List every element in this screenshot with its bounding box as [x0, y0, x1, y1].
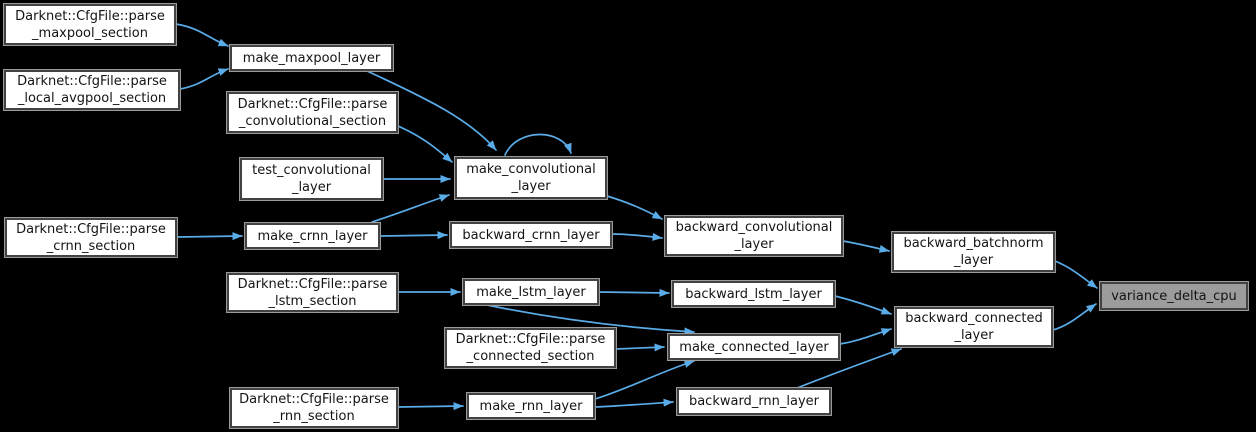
- node-label-line: make_connected_layer: [679, 339, 829, 355]
- node-label-line: test_convolutional: [252, 163, 371, 178]
- edge-parse-connected-section-to-make-connected-layer: [615, 343, 665, 352]
- node-label-line: _lstm_section: [268, 293, 357, 309]
- node-label-line: make_crnn_layer: [257, 228, 368, 244]
- edge-make-convolutional-layer-to-backward-convolutional-layer: [606, 195, 663, 220]
- node-label-line: backward_batchnorm: [903, 236, 1044, 251]
- node-backward-convolutional-layer[interactable]: backward_convolutional _layer: [665, 216, 843, 256]
- node-backward-batchnorm-layer[interactable]: backward_batchnorm _layer: [892, 232, 1055, 272]
- edge-backward-crnn-layer-to-backward-convolutional-layer: [611, 232, 663, 241]
- edge-make-lstm-layer-to-backward-lstm-layer: [598, 288, 670, 297]
- edge-backward-rnn-layer-to-backward-connected-layer: [796, 348, 902, 389]
- node-backward-lstm-layer[interactable]: backward_lstm_layer: [672, 281, 835, 307]
- node-label-line: make_maxpool_layer: [242, 50, 381, 66]
- node-parse-connected-section[interactable]: Darknet::CfgFile::parse_connected_sectio…: [445, 328, 616, 368]
- node-label-line: make_lstm_layer: [476, 284, 586, 300]
- edge-make-convolutional-layer-to-make-convolutional-layer: [504, 133, 572, 156]
- edge-make-lstm-layer-to-make-connected-layer: [486, 304, 695, 336]
- edge-parse-maxpool-section-to-make-maxpool-layer: [175, 23, 229, 47]
- edge-parse-rnn-section-to-make-rnn-layer: [397, 402, 464, 411]
- node-label-line: _crnn_section: [46, 238, 136, 254]
- node-label-line: make_convolutional: [466, 162, 596, 177]
- node-label-line: backward_lstm_layer: [685, 286, 822, 302]
- node-label-line: _layer: [511, 179, 551, 194]
- node-label-line: Darknet::CfgFile::parse: [17, 74, 167, 89]
- node-make-crnn-layer[interactable]: make_crnn_layer: [245, 223, 380, 249]
- edge-make-connected-layer-to-backward-connected-layer: [839, 328, 892, 345]
- node-backward-connected-layer[interactable]: backward_connected _layer: [895, 307, 1053, 347]
- edge-backward-connected-layer-to-variance-delta-cpu: [1052, 303, 1097, 331]
- edge-backward-lstm-layer-to-backward-connected-layer: [834, 295, 892, 315]
- node-parse-local-avgpool-section[interactable]: Darknet::CfgFile::parse_local_avgpool_se…: [4, 70, 180, 110]
- node-label-line: Darknet::CfgFile::parse: [239, 392, 389, 407]
- node-label-line: _local_avgpool_section: [17, 91, 167, 106]
- edge-parse-crnn-section-to-make-crnn-layer: [176, 232, 243, 241]
- node-parse-crnn-section[interactable]: Darknet::CfgFile::parse_crnn_section: [5, 218, 177, 257]
- node-variance-delta-cpu: variance_delta_cpu: [1100, 282, 1248, 310]
- node-test-convolutional-layer[interactable]: test_convolutional _layer: [240, 158, 383, 200]
- node-label-line: _layer: [954, 328, 994, 343]
- node-label-line: Darknet::CfgFile::parse: [455, 332, 606, 347]
- node-label-line: _layer: [953, 253, 994, 268]
- edge-backward-convolutional-layer-to-backward-batchnorm-layer: [842, 240, 890, 253]
- node-label-line: _convolutional_section: [238, 113, 387, 129]
- edge-parse-convolutional-section-to-make-convolutional-layer: [397, 125, 453, 163]
- node-make-convolutional-layer[interactable]: make_convolutional _layer: [455, 157, 607, 199]
- node-label-line: _maxpool_section: [32, 25, 148, 41]
- node-label-line: backward_convolutional: [675, 220, 833, 235]
- edge-make-maxpool-layer-to-make-convolutional-layer: [366, 70, 497, 151]
- edge-make-crnn-layer-to-make-convolutional-layer: [371, 194, 450, 223]
- node-label-line: _connected_section: [466, 349, 595, 364]
- edge-parse-local-avgpool-section-to-make-maxpool-layer: [179, 68, 229, 90]
- node-label-line: Darknet::CfgFile::parse: [237, 276, 388, 292]
- node-label-line: backward_rnn_layer: [688, 394, 820, 409]
- edge-make-rnn-layer-to-make-connected-layer: [594, 360, 695, 400]
- edge-backward-batchnorm-layer-to-variance-delta-cpu: [1054, 260, 1098, 289]
- node-label-line: Darknet::CfgFile::parse: [237, 96, 388, 112]
- node-label-line: variance_delta_cpu: [1111, 288, 1237, 304]
- node-parse-rnn-section[interactable]: Darknet::CfgFile::parse_rnn_section: [230, 388, 398, 428]
- edge-make-rnn-layer-to-backward-rnn-layer: [594, 398, 674, 408]
- node-parse-convolutional-section[interactable]: Darknet::CfgFile::parse_convolutional_se…: [227, 92, 398, 133]
- node-label-line: _layer: [291, 180, 332, 195]
- node-label-line: Darknet::CfgFile::parse: [16, 221, 166, 237]
- node-parse-lstm-section[interactable]: Darknet::CfgFile::parse_lstm_section: [227, 273, 398, 312]
- node-backward-rnn-layer[interactable]: backward_rnn_layer: [677, 388, 831, 415]
- node-make-rnn-layer[interactable]: make_rnn_layer: [467, 393, 595, 419]
- node-backward-crnn-layer[interactable]: backward_crnn_layer: [450, 222, 612, 248]
- edge-make-crnn-layer-to-backward-crnn-layer: [379, 231, 448, 240]
- node-parse-maxpool-section[interactable]: Darknet::CfgFile::parse_maxpool_section: [4, 4, 176, 45]
- node-label-line: _rnn_section: [273, 409, 355, 424]
- node-make-lstm-layer[interactable]: make_lstm_layer: [463, 279, 599, 305]
- node-label-line: make_rnn_layer: [479, 398, 583, 414]
- node-label-line: backward_connected: [905, 311, 1043, 326]
- node-label-line: backward_crnn_layer: [462, 227, 600, 243]
- node-label-line: _layer: [734, 237, 774, 252]
- node-make-maxpool-layer[interactable]: make_maxpool_layer: [230, 45, 393, 71]
- node-make-connected-layer[interactable]: make_connected_layer: [668, 334, 840, 360]
- node-label-line: Darknet::CfgFile::parse: [15, 8, 165, 24]
